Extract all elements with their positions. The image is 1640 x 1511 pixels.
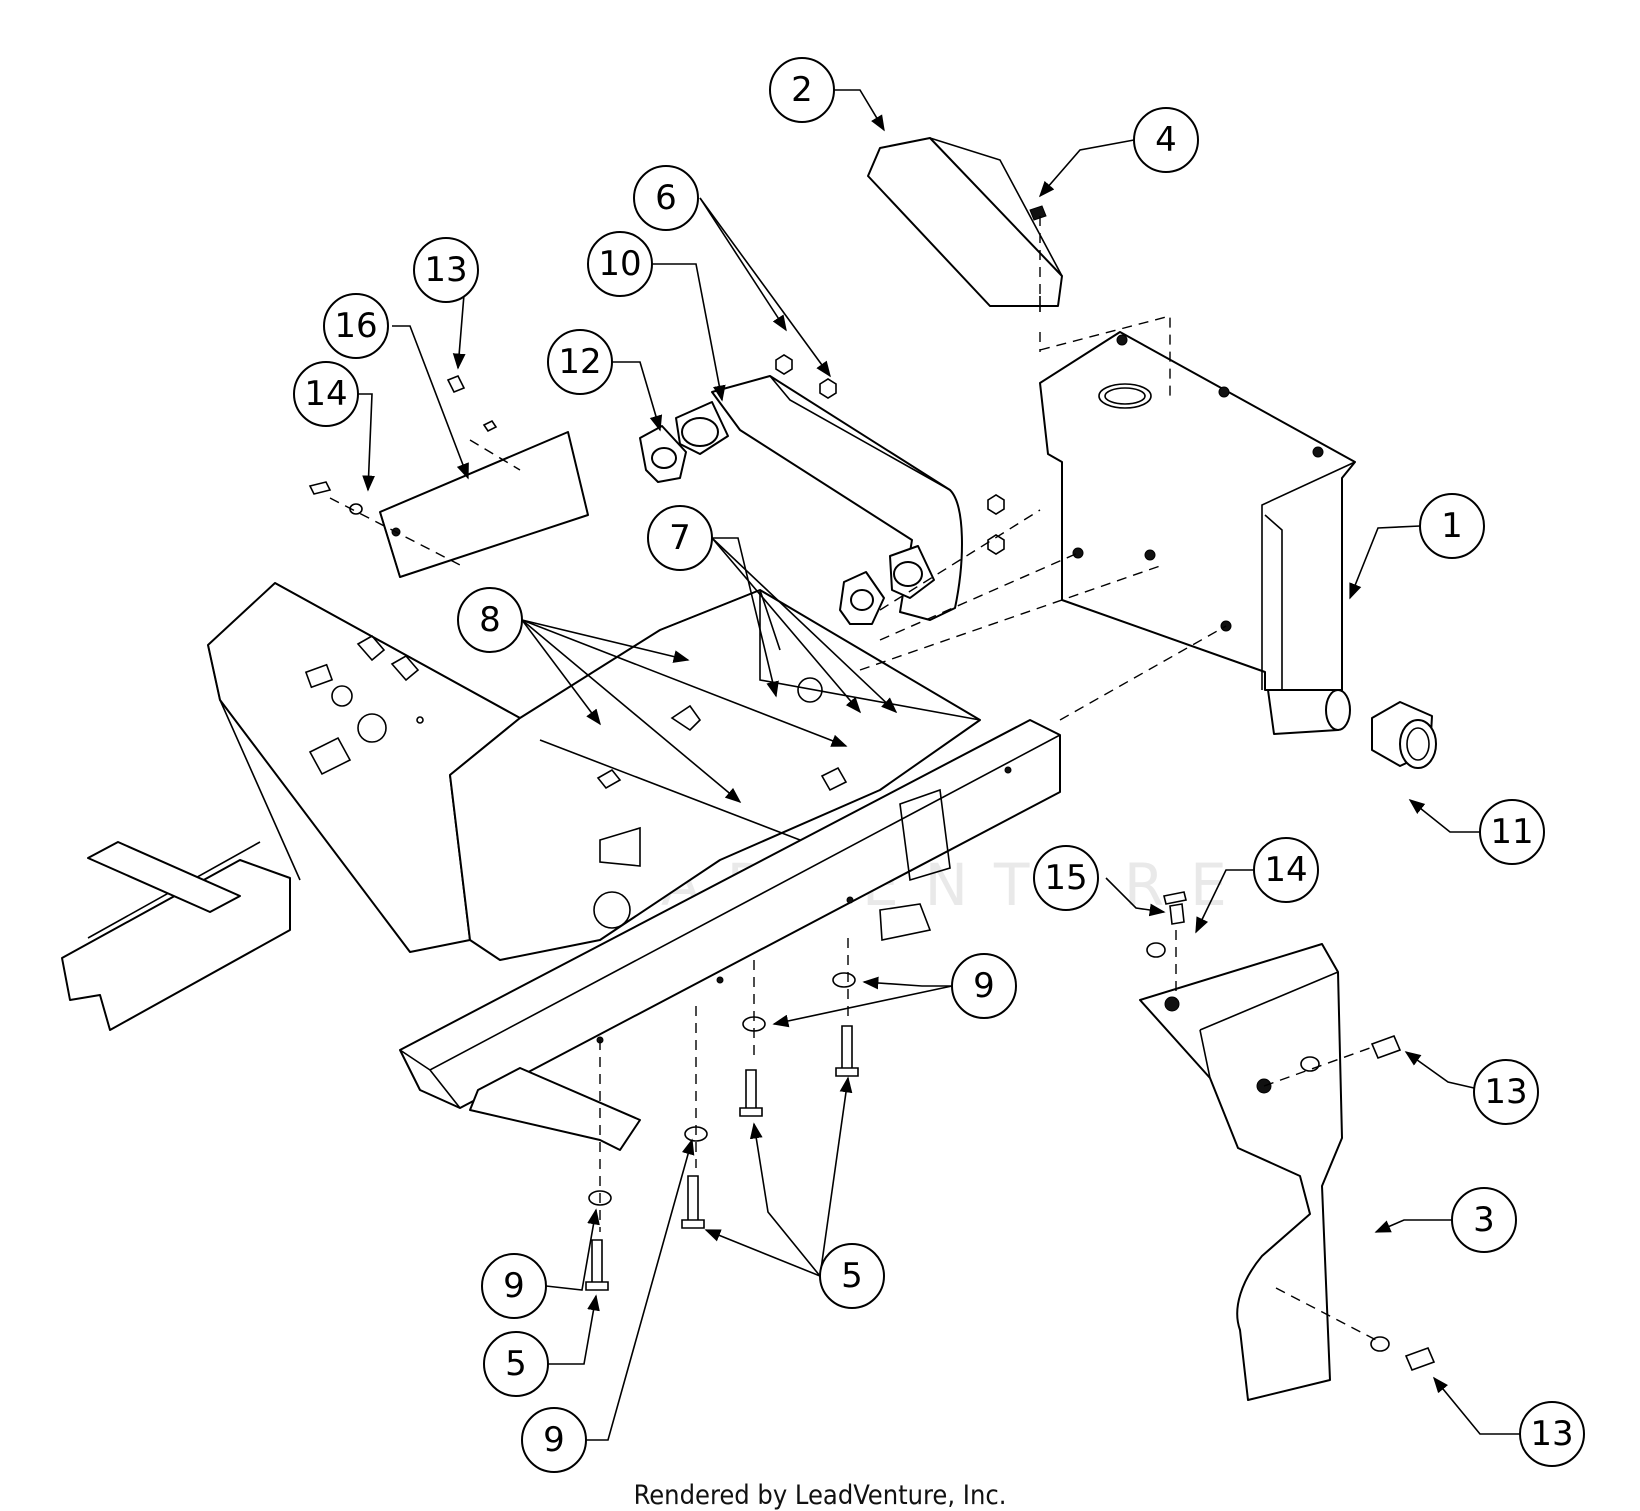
svg-text:9: 9 bbox=[543, 1420, 565, 1460]
callout-13b: 13 bbox=[1473, 1059, 1539, 1125]
svg-text:3: 3 bbox=[1473, 1200, 1495, 1240]
svg-text:15: 15 bbox=[1044, 858, 1087, 898]
svg-text:2: 2 bbox=[791, 70, 813, 110]
small-heat-shield bbox=[308, 374, 589, 578]
svg-text:7: 7 bbox=[669, 518, 691, 558]
callout-12: 12 bbox=[547, 329, 613, 395]
svg-text:13: 13 bbox=[1484, 1072, 1527, 1112]
svg-text:6: 6 bbox=[655, 178, 677, 218]
callout-14b: 14 bbox=[1253, 837, 1319, 903]
large-heat-shield bbox=[1139, 942, 1390, 1401]
footer-credit: Rendered by LeadVenture, Inc. bbox=[633, 1480, 1007, 1511]
engine-frame bbox=[61, 582, 1061, 1151]
svg-text:13: 13 bbox=[424, 250, 467, 290]
callout-3: 3 bbox=[1451, 1187, 1517, 1253]
callout-9c: 9 bbox=[521, 1407, 587, 1473]
exhaust-pipe bbox=[639, 375, 963, 625]
callout-7: 7 bbox=[647, 505, 713, 571]
callout-9a: 9 bbox=[951, 953, 1017, 1019]
svg-text:14: 14 bbox=[1264, 850, 1307, 890]
heat-shield-cover bbox=[867, 137, 1063, 312]
callout-16: 16 bbox=[323, 293, 389, 359]
svg-text:12: 12 bbox=[558, 342, 601, 382]
muffler-body bbox=[1039, 331, 1356, 735]
callout-13c: 13 bbox=[1519, 1401, 1585, 1467]
tailpipe-extension bbox=[1371, 701, 1437, 769]
svg-text:10: 10 bbox=[598, 244, 641, 284]
assembly-lines bbox=[329, 216, 1377, 1341]
svg-text:9: 9 bbox=[503, 1266, 525, 1306]
svg-text:1: 1 bbox=[1441, 506, 1463, 546]
callout-1: 1 bbox=[1419, 493, 1485, 559]
callout-8: 8 bbox=[457, 587, 523, 653]
svg-text:4: 4 bbox=[1155, 120, 1177, 160]
callout-9b: 9 bbox=[481, 1253, 547, 1319]
callout-5a: 5 bbox=[819, 1243, 885, 1309]
svg-text:8: 8 bbox=[479, 600, 501, 640]
svg-text:13: 13 bbox=[1530, 1414, 1573, 1454]
svg-text:5: 5 bbox=[505, 1344, 527, 1384]
callout-6: 6 bbox=[633, 165, 699, 231]
callout-2: 2 bbox=[769, 57, 835, 123]
callout-4: 4 bbox=[1133, 107, 1199, 173]
svg-text:5: 5 bbox=[841, 1256, 863, 1296]
callout-10: 10 bbox=[587, 231, 653, 297]
callout-13a: 13 bbox=[413, 237, 479, 303]
svg-text:11: 11 bbox=[1490, 812, 1533, 852]
callout-14a: 14 bbox=[293, 361, 359, 427]
callout-15: 15 bbox=[1033, 845, 1099, 911]
svg-text:16: 16 bbox=[334, 306, 377, 346]
callout-11: 11 bbox=[1479, 799, 1545, 865]
svg-text:9: 9 bbox=[973, 966, 995, 1006]
callout-5b: 5 bbox=[483, 1331, 549, 1397]
svg-text:14: 14 bbox=[304, 374, 347, 414]
